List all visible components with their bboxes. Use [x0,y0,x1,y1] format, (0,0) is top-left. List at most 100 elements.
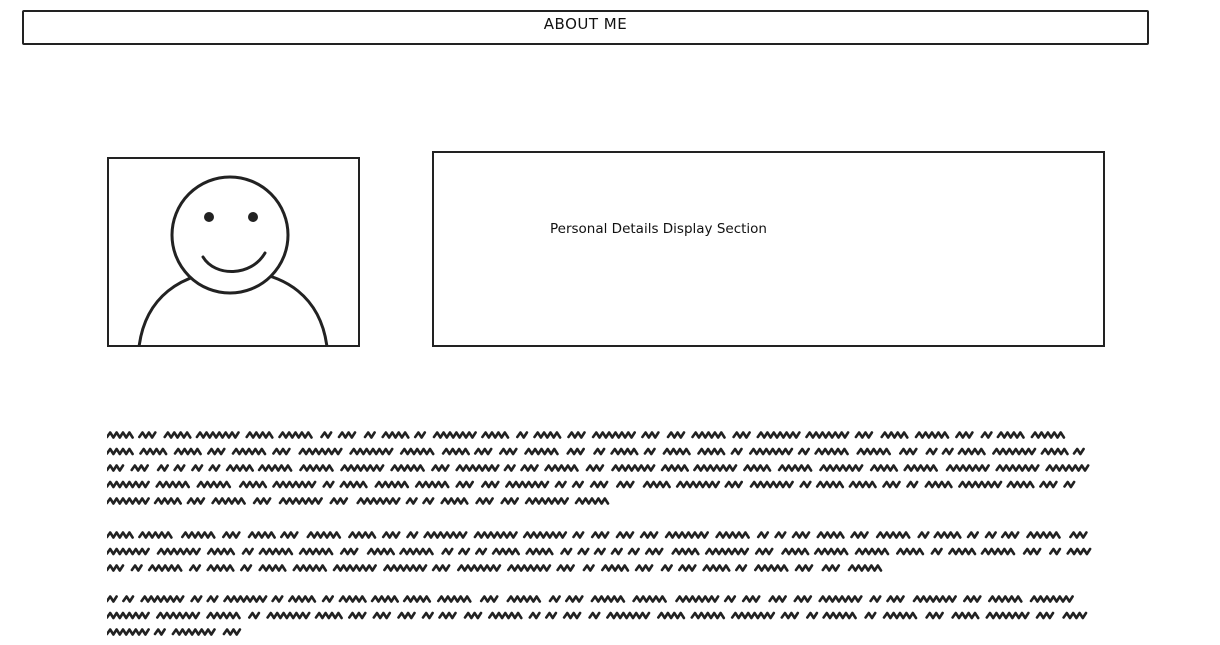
scribble-word [627,547,640,556]
scribble-word [856,447,891,456]
scribble-word [507,564,552,572]
scribble-word [924,480,953,489]
scribble-word [338,595,367,603]
scribble-word [797,447,810,456]
scribble-word [799,480,812,489]
scribble-word [298,447,343,456]
scribble-word [1072,447,1085,456]
scribble-word [288,595,317,603]
page-title: ABOUT ME [543,15,628,33]
scribble-word [848,480,877,489]
scribble-word [814,447,849,456]
scribble-word [813,547,849,556]
scribble-word [138,431,157,439]
scribble-word [107,431,134,439]
scribble-word [702,564,731,572]
scribble-word [791,531,811,539]
scribble-word [1049,547,1062,556]
scribble-word [611,464,656,472]
scribble-word [591,431,636,439]
scribble-word [980,431,993,439]
scribble-word [821,564,841,572]
scribble-word [147,564,183,572]
scribble-word [248,611,261,620]
scribble-word [1035,611,1055,620]
scribble-word [441,447,470,456]
scribble-word [777,464,813,472]
scribble-word [691,431,726,439]
scribble-word [749,447,794,456]
scribble-word [252,497,272,505]
scribble-word [854,547,890,556]
scribble-word [222,531,241,539]
scribble-word [966,531,979,539]
scribble-word [754,564,789,572]
scribble-word [756,531,770,539]
scribble-word [566,447,585,456]
scribble-word [171,628,216,636]
scribble-word [271,595,284,603]
scribble-word [565,595,584,603]
scribble-word [107,480,150,489]
scribble-word [107,464,125,472]
scribble-word [794,564,814,572]
scribble-word [181,531,216,539]
scribble-word [1006,480,1035,489]
scribble-word [1062,611,1088,620]
scribble-word [951,611,980,620]
scribble-word [567,431,586,439]
scribble-word [247,531,276,539]
scribble-word [440,497,469,505]
scribble-word [985,611,1030,620]
scribble-word [195,431,240,439]
scribble-word [173,447,202,456]
scribble-word [314,611,343,620]
scribble-word [1000,531,1020,539]
scribble-word [258,547,294,556]
scribble-word [644,547,664,556]
scribble-word [816,531,845,539]
scribble-word [657,611,686,620]
scribble-word [503,464,516,472]
scribble-word [188,564,202,572]
scribble-word [107,547,150,556]
scribble-word [988,595,1023,603]
scribble-word [724,480,743,489]
scribble-word [715,531,750,539]
scribble-word [431,564,451,572]
scribble-word [107,497,150,505]
scribble-word [1069,531,1088,539]
scribble-word [107,531,134,539]
scribble-word [632,595,667,603]
scribble-word [130,564,143,572]
scribble-word [948,547,977,556]
scribble-word [793,595,813,603]
scribble-word [122,595,135,603]
scribble-word [107,628,150,636]
scribble-word [704,547,750,556]
scribble-word [520,464,539,472]
scribble-word [528,611,541,620]
scribble-word [1022,547,1042,556]
paragraph-1 [107,428,1102,510]
scribble-word [337,431,357,439]
scribble-word [735,564,748,572]
scribble-word [678,564,697,572]
scribble-word [473,531,518,539]
scribble-word [399,547,434,556]
scribble-word [995,464,1040,472]
scribble-word [257,464,293,472]
scribble-word [660,464,689,472]
scribble-word [225,464,254,472]
scribble-word [554,480,567,489]
scribble-word [491,547,520,556]
scribble-word [156,611,201,620]
scribble-word [522,531,568,539]
scribble-word [933,531,962,539]
scribble-word [405,497,418,505]
scribble-word [880,431,909,439]
scribble-word [610,447,639,456]
scribble-word [610,547,623,556]
scribble-word [481,431,510,439]
scribble-word [479,595,499,603]
